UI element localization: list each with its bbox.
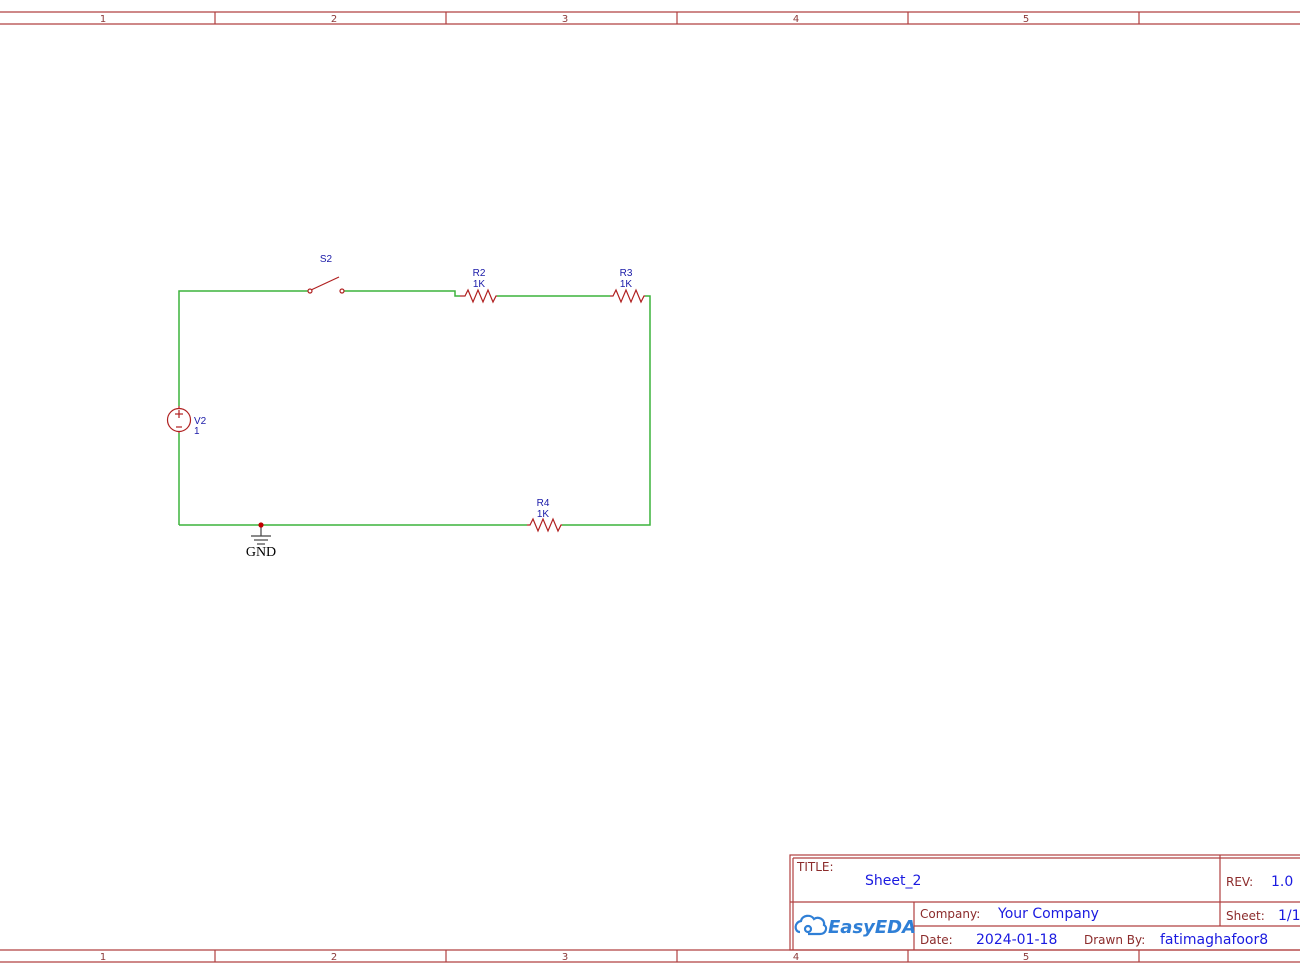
easyeda-logo-icon xyxy=(794,914,828,936)
voltage-source-v2-value[interactable]: 1 xyxy=(194,426,200,437)
wire-right[interactable] xyxy=(562,295,651,526)
title-value[interactable]: Sheet_2 xyxy=(865,873,921,889)
resistor-r3-value[interactable]: 1K xyxy=(620,279,633,290)
company-key: Company: xyxy=(920,907,980,921)
zone-label-top-1: 1 xyxy=(100,14,106,25)
ground-symbol[interactable] xyxy=(251,525,271,545)
zone-label-top-5: 5 xyxy=(1023,14,1029,25)
ground-label[interactable]: GND xyxy=(246,545,276,560)
zone-label-bottom-3: 3 xyxy=(562,952,568,963)
wire-left-top[interactable] xyxy=(178,290,310,406)
switch-terminal-right xyxy=(339,288,345,294)
resistor-r3[interactable] xyxy=(610,288,645,304)
zone-label-top-4: 4 xyxy=(793,14,799,25)
resistor-r3-ref[interactable]: R3 xyxy=(620,268,633,279)
voltage-source-v2[interactable] xyxy=(166,406,192,433)
rev-key: REV: xyxy=(1226,875,1253,889)
title-key: TITLE: xyxy=(796,860,834,874)
switch-s2-ref[interactable]: S2 xyxy=(320,254,333,265)
sheet-key: Sheet: xyxy=(1226,909,1265,923)
zone-label-bottom-1: 1 xyxy=(100,952,106,963)
rev-value[interactable]: 1.0 xyxy=(1271,874,1293,890)
wire-switch-to-r2[interactable] xyxy=(342,290,460,297)
frame-top-ruler xyxy=(0,11,1300,25)
company-value[interactable]: Your Company xyxy=(997,906,1099,922)
zone-label-bottom-4: 4 xyxy=(793,952,799,963)
zone-label-top-3: 3 xyxy=(562,14,568,25)
date-value[interactable]: 2024-01-18 xyxy=(976,932,1057,948)
date-key: Date: xyxy=(920,933,953,947)
resistor-r4-value[interactable]: 1K xyxy=(537,509,550,520)
zone-label-bottom-2: 2 xyxy=(331,952,337,963)
resistor-r2-value[interactable]: 1K xyxy=(473,279,486,290)
easyeda-logo-text: EasyEDA xyxy=(828,917,916,938)
zone-label-bottom-5: 5 xyxy=(1023,952,1029,963)
title-block xyxy=(789,854,1300,951)
resistor-r2[interactable] xyxy=(460,288,497,304)
frame-bottom-ruler xyxy=(0,949,1300,963)
sheet-value[interactable]: 1/1 xyxy=(1278,908,1300,924)
switch-s2[interactable] xyxy=(307,276,345,294)
resistor-r4-ref[interactable]: R4 xyxy=(537,498,550,509)
junction-dot xyxy=(258,522,264,528)
drawn-by-key: Drawn By: xyxy=(1084,933,1145,947)
resistor-r4[interactable] xyxy=(527,517,562,533)
resistor-r2-ref[interactable]: R2 xyxy=(473,268,486,279)
voltage-source-v2-ref[interactable]: V2 xyxy=(194,416,207,427)
zone-label-top-2: 2 xyxy=(331,14,337,25)
drawn-by-value[interactable]: fatimaghafoor8 xyxy=(1160,932,1268,948)
wire-net[interactable] xyxy=(178,290,651,526)
switch-blade xyxy=(310,276,340,291)
